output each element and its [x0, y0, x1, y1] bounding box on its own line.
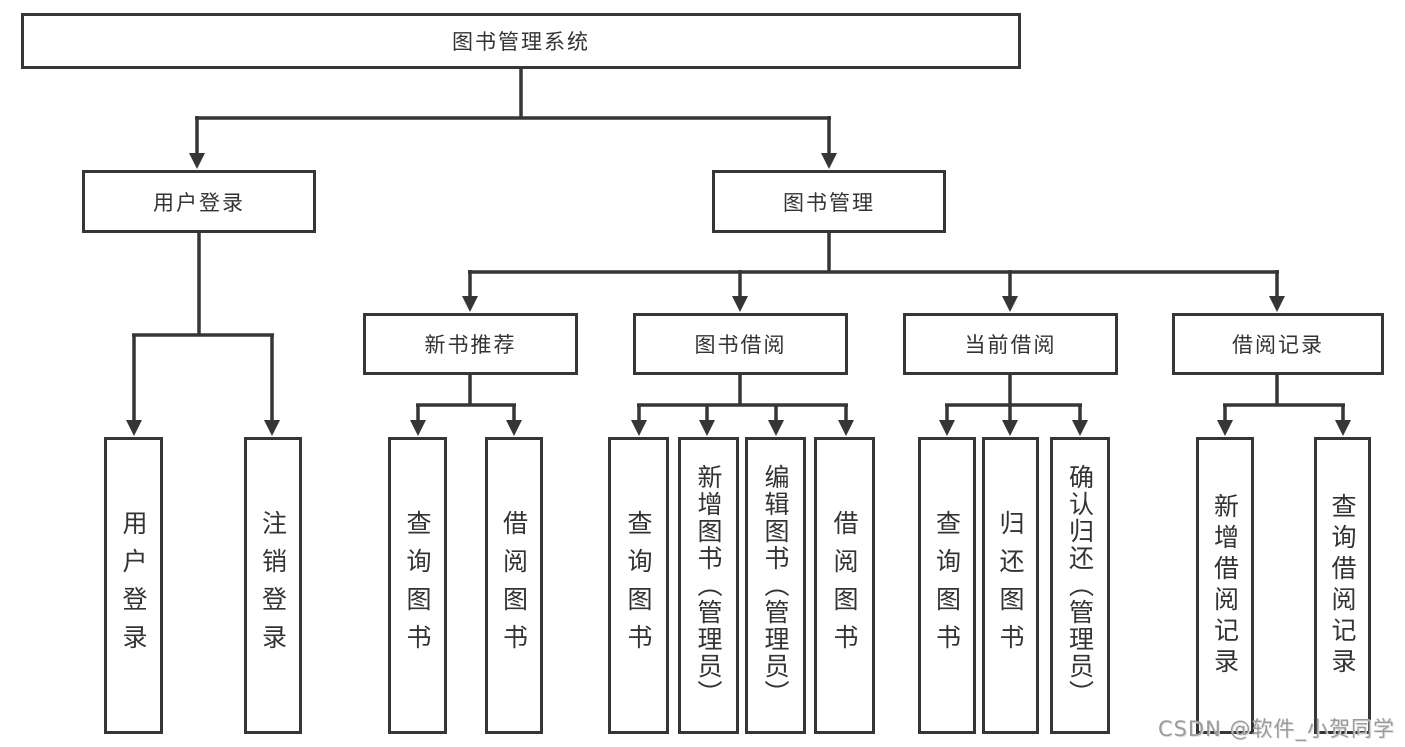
- leaf-add-books-admin: 新增图书（管理员）: [678, 437, 739, 734]
- leaf-borrow-books: 借阅图书: [814, 437, 875, 734]
- arrow-down-icon: [264, 420, 280, 436]
- arrow-down-icon: [631, 420, 647, 436]
- leaf-query-books-current: 查询图书: [918, 437, 976, 734]
- arrow-down-icon: [1072, 420, 1088, 436]
- watermark: CSDN @软件_小贺同学: [1157, 717, 1395, 741]
- leaf-borrow-books-recommend: 借阅图书: [485, 437, 543, 734]
- node-book-borrowing: 图书借阅: [633, 313, 848, 375]
- leaf-logout: 注销登录: [244, 437, 302, 734]
- arrow-down-icon: [506, 420, 522, 436]
- arrow-down-icon: [126, 420, 142, 436]
- arrow-down-icon: [1002, 296, 1018, 312]
- node-book-management: 图书管理: [712, 170, 946, 233]
- arrow-down-icon: [699, 420, 715, 436]
- arrow-down-icon: [462, 296, 478, 312]
- node-new-book-recommend: 新书推荐: [363, 313, 578, 375]
- arrow-down-icon: [939, 420, 955, 436]
- node-library-management-system: 图书管理系统: [21, 13, 1021, 69]
- arrow-down-icon: [1217, 420, 1233, 436]
- node-current-borrowing: 当前借阅: [903, 313, 1118, 375]
- arrow-down-icon: [410, 420, 426, 436]
- arrow-down-icon: [1335, 420, 1351, 436]
- leaf-confirm-return-admin: 确认归还（管理员）: [1050, 437, 1110, 734]
- leaf-user-login: 用户登录: [104, 437, 163, 734]
- leaf-query-books-recommend: 查询图书: [388, 437, 447, 734]
- leaf-edit-books-admin: 编辑图书（管理员）: [745, 437, 806, 734]
- arrow-down-icon: [821, 153, 837, 169]
- arrow-down-icon: [732, 296, 748, 312]
- arrow-down-icon: [1269, 296, 1285, 312]
- node-borrow-records: 借阅记录: [1172, 313, 1384, 375]
- arrow-down-icon: [189, 153, 205, 169]
- arrow-down-icon: [1002, 420, 1018, 436]
- leaf-return-books: 归还图书: [982, 437, 1039, 734]
- leaf-add-borrow-record: 新增借阅记录: [1196, 437, 1254, 734]
- node-user-login: 用户登录: [82, 170, 316, 233]
- leaf-query-borrow-record: 查询借阅记录: [1314, 437, 1371, 734]
- leaf-query-books-borrowing: 查询图书: [608, 437, 669, 734]
- arrow-down-icon: [838, 420, 854, 436]
- arrow-down-icon: [768, 420, 784, 436]
